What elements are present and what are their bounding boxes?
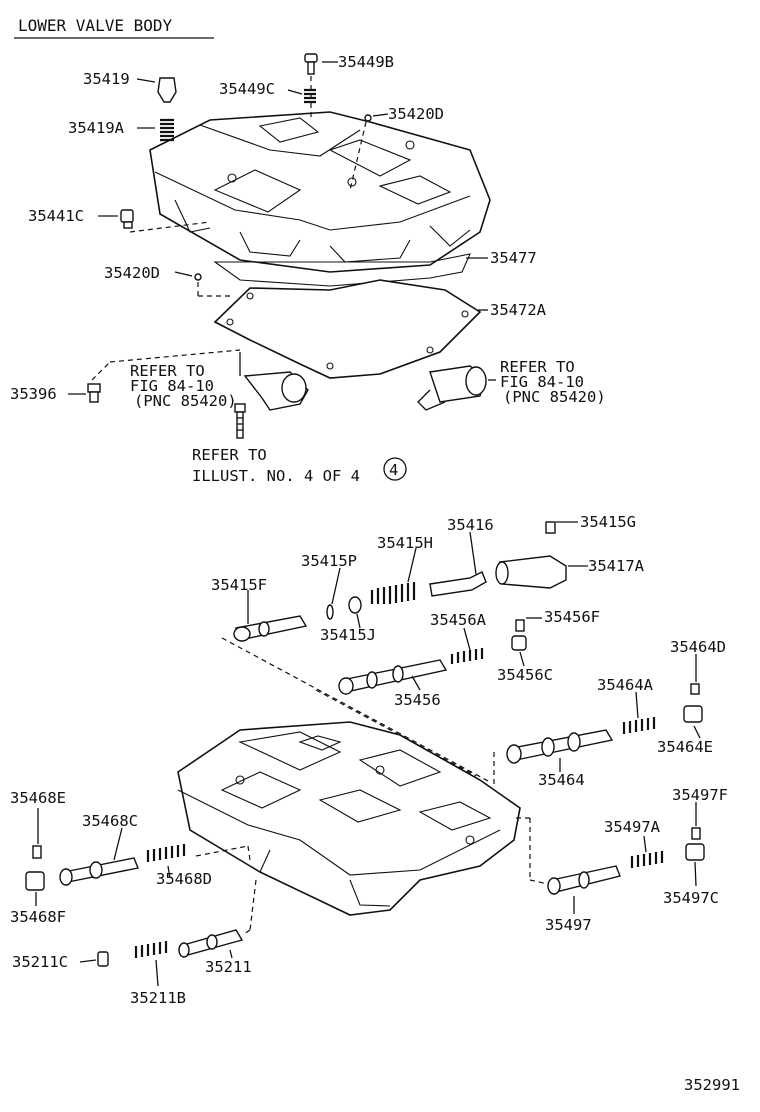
plug-35464E xyxy=(683,705,703,723)
circled-number: 4 xyxy=(389,461,398,479)
label-35211: 35211 xyxy=(205,958,252,976)
spring-35464A xyxy=(622,717,656,734)
sleeve-35417A xyxy=(495,555,567,589)
valve-35497 xyxy=(547,865,621,895)
valve-35456 xyxy=(338,659,448,695)
diagram-title: LOWER VALVE BODY xyxy=(18,16,172,35)
solenoid-right-drawing xyxy=(417,365,487,411)
label-35456: 35456 xyxy=(394,691,441,709)
label-35211B: 35211B xyxy=(130,989,186,1007)
clip-35415P xyxy=(326,604,334,620)
spring-35211B xyxy=(134,941,168,958)
illustration-number: 352991 xyxy=(684,1076,740,1094)
valve-35211 xyxy=(178,929,244,958)
upper-leader-lines xyxy=(68,61,496,395)
key-35456F xyxy=(515,619,525,632)
label-35417A: 35417A xyxy=(588,557,645,575)
plug-35456C xyxy=(511,635,527,651)
plug-35441C xyxy=(120,209,134,229)
refer-fig-left-line3: (PNC 85420) xyxy=(134,392,237,410)
valve-35464 xyxy=(506,729,614,764)
label-35456C: 35456C xyxy=(497,666,553,684)
spring-35449C xyxy=(304,88,316,104)
refer-illust-line2: ILLUST. NO. 4 OF 4 xyxy=(192,467,360,485)
valve-35415F xyxy=(233,615,308,642)
label-35419A: 35419A xyxy=(68,119,125,137)
label-35456A: 35456A xyxy=(430,611,487,629)
refer-illust-line1: REFER TO xyxy=(192,446,267,464)
label-35464E: 35464E xyxy=(657,738,713,756)
label-35464: 35464 xyxy=(538,771,585,789)
label-35449C: 35449C xyxy=(219,80,275,98)
plug-35449B xyxy=(304,53,318,75)
label-35497A: 35497A xyxy=(604,818,661,836)
washer-35415J xyxy=(348,596,362,614)
label-35419: 35419 xyxy=(83,70,130,88)
refer-fig-right-line1: REFER TO xyxy=(500,358,575,376)
key-35497F xyxy=(691,827,701,840)
circled-number-badge xyxy=(383,457,407,481)
key-35211C xyxy=(97,951,109,967)
upper-valve-body-drawing xyxy=(149,111,491,273)
spring-35456A xyxy=(450,648,484,664)
label-35464D: 35464D xyxy=(670,638,726,656)
label-35468F: 35468F xyxy=(10,908,66,926)
spring-35468D xyxy=(146,844,186,862)
label-35441C: 35441C xyxy=(28,207,84,225)
label-35497C: 35497C xyxy=(663,889,719,907)
spring-35497A xyxy=(630,851,664,868)
label-35415H: 35415H xyxy=(377,534,433,552)
label-35415F: 35415F xyxy=(211,576,267,594)
lower-leader-lines xyxy=(35,521,701,987)
label-35497: 35497 xyxy=(545,916,592,934)
refer-fig-right-line2: FIG 84-10 xyxy=(500,373,584,391)
label-35477: 35477 xyxy=(490,249,537,267)
refer-fig-left-line1: REFER TO xyxy=(130,362,205,380)
label-35464A: 35464A xyxy=(597,676,654,694)
label-35415P: 35415P xyxy=(301,552,357,570)
spring-35419A xyxy=(160,118,174,142)
key-35464D xyxy=(690,683,700,695)
label-35416: 35416 xyxy=(447,516,494,534)
plunger-35416 xyxy=(429,571,487,597)
label-35420D-mid: 35420D xyxy=(104,264,160,282)
refer-fig-right-line3: (PNC 85420) xyxy=(503,388,606,406)
label-35456F: 35456F xyxy=(544,608,600,626)
label-35449B: 35449B xyxy=(338,53,394,71)
ball-35419 xyxy=(157,77,177,103)
label-35396: 35396 xyxy=(10,385,57,403)
ball-35420D-top xyxy=(364,114,372,122)
separator-plate-35472A xyxy=(213,279,482,379)
label-35468E: 35468E xyxy=(10,789,66,807)
label-35415G: 35415G xyxy=(580,513,636,531)
label-35468C: 35468C xyxy=(82,812,138,830)
label-35420D-top: 35420D xyxy=(388,105,444,123)
solenoid-left-drawing xyxy=(239,352,309,411)
valve-35468C xyxy=(59,857,139,886)
bolt-35396 xyxy=(87,383,101,403)
label-35472A: 35472A xyxy=(490,301,547,319)
lower-valve-body-drawing xyxy=(177,721,521,916)
plug-35468F xyxy=(25,871,45,891)
key-35468E xyxy=(32,845,42,859)
label-35468D: 35468D xyxy=(156,870,212,888)
label-35415J: 35415J xyxy=(320,626,376,644)
refer-fig-left-line2: FIG 84-10 xyxy=(130,377,214,395)
gasket-35477 xyxy=(213,253,471,287)
bolt-below-solenoid xyxy=(234,403,246,439)
label-35497F: 35497F xyxy=(672,786,728,804)
label-35211C: 35211C xyxy=(12,953,68,971)
ball-35420D-mid xyxy=(194,273,202,281)
key-35415G xyxy=(545,521,556,534)
spring-35415H xyxy=(370,582,416,604)
plug-35497C xyxy=(685,843,705,861)
